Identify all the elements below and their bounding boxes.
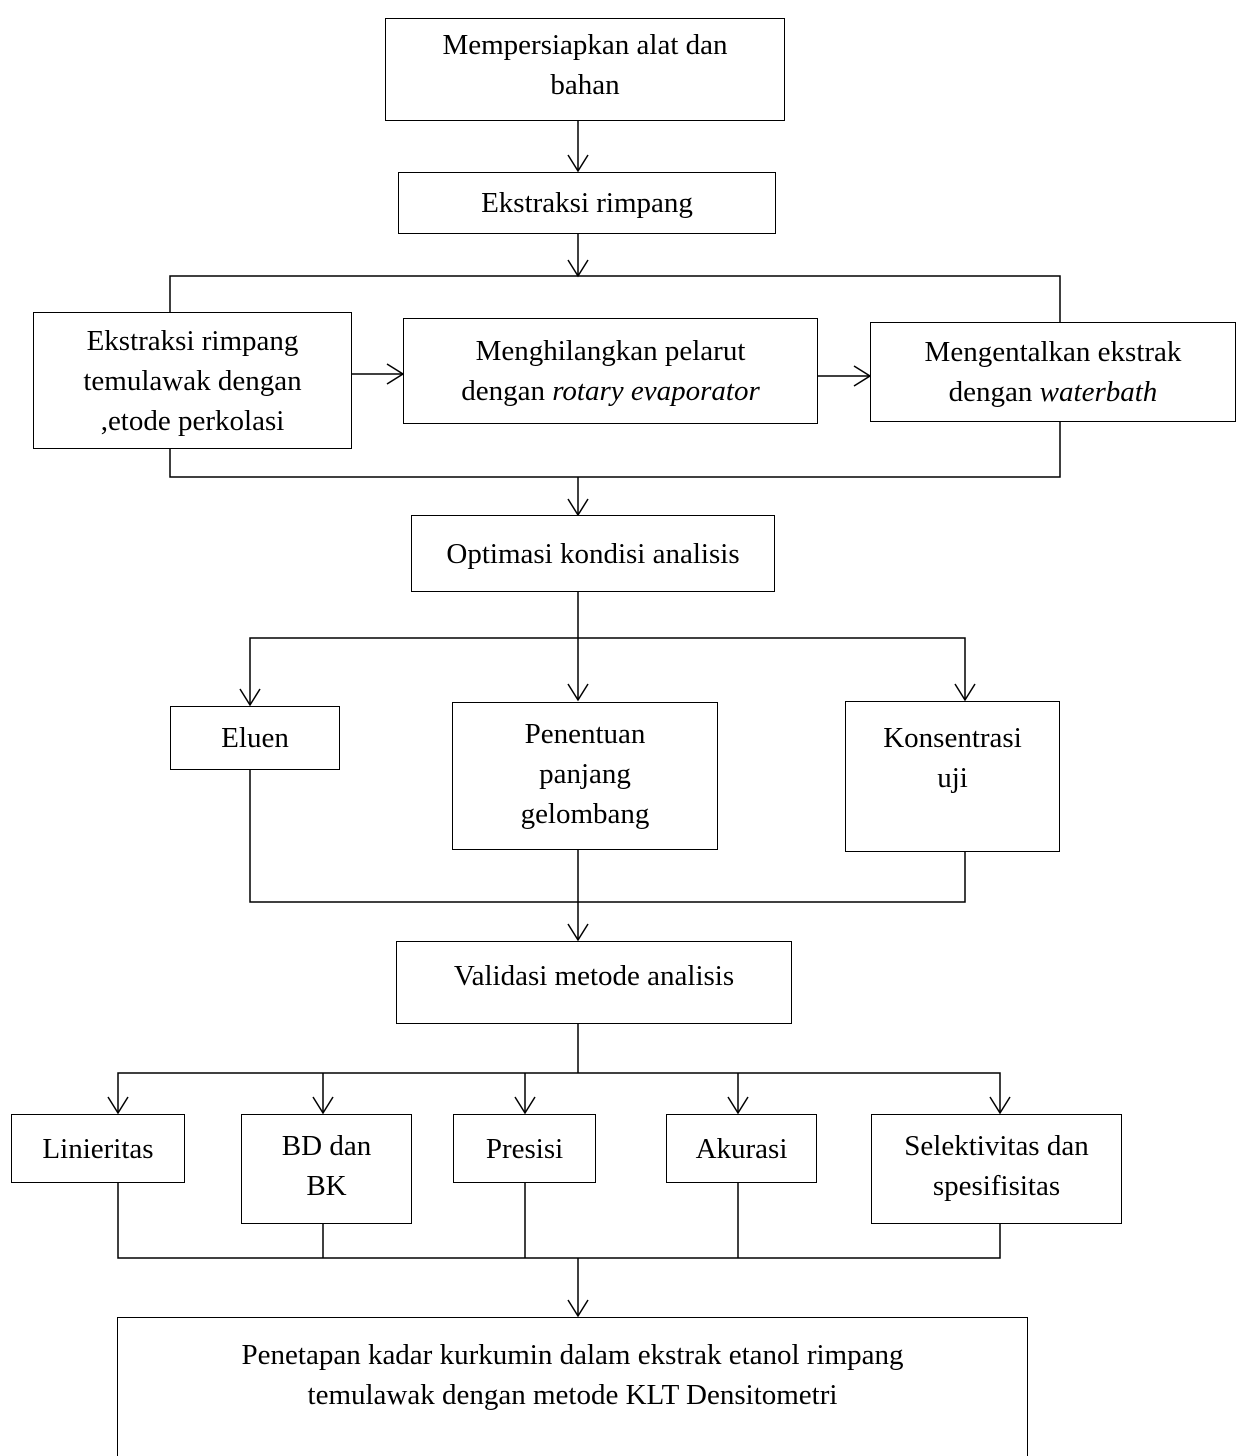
arrowhead	[567, 154, 589, 173]
box-text: Mempersiapkan alat dan	[442, 29, 728, 61]
box-text: BK	[306, 1170, 347, 1202]
box-text: BD dan	[281, 1130, 372, 1162]
box-text: temulawak dengan metode KLT Densitometri	[307, 1379, 838, 1411]
step-optimization-box: Optimasi kondisi analisis	[411, 515, 775, 592]
group-bracket-top	[169, 275, 1061, 322]
arrowhead	[107, 1096, 129, 1115]
arrowhead	[312, 1096, 334, 1115]
box-text: Selektivitas dan	[904, 1130, 1089, 1162]
box-text: Ekstraksi rimpang	[481, 187, 693, 219]
opt-eluent-box: Eluen	[170, 706, 340, 770]
merge-line	[117, 1183, 1001, 1259]
box-text-line: dengan rotary evaporator	[461, 371, 760, 411]
box-text: Konsentrasi	[883, 722, 1022, 754]
box-text: Mengentalkan ekstrak	[924, 336, 1182, 368]
box-text-italic: waterbath	[1039, 376, 1158, 408]
branch-line	[117, 1072, 1001, 1113]
box-text: panjang	[539, 758, 631, 790]
box-text: Akurasi	[695, 1132, 788, 1165]
box-text-line: dengan waterbath	[925, 372, 1182, 412]
val-accuracy-box: Akurasi	[666, 1114, 817, 1183]
box-text: dengan	[948, 376, 1040, 408]
box-text: gelombang	[520, 798, 650, 830]
box-text: Linieritas	[42, 1132, 154, 1165]
arrowhead	[239, 688, 261, 707]
sub-waterbath-box: Mengentalkan ekstrak dengan waterbath	[870, 322, 1236, 422]
arrowhead	[954, 683, 976, 702]
arrowhead	[989, 1096, 1011, 1115]
box-text: Menghilangkan pelarut	[475, 335, 746, 367]
merge-line	[249, 770, 966, 903]
box-text-italic: rotary evaporator	[552, 375, 760, 407]
arrowhead	[567, 923, 589, 942]
box-text: Penentuan	[524, 718, 646, 750]
box-text: dengan	[461, 375, 553, 407]
val-precision-box: Presisi	[453, 1114, 596, 1183]
arrowhead	[567, 1299, 589, 1318]
group-bracket-bottom	[169, 422, 1061, 478]
box-text: temulawak dengan	[83, 364, 302, 397]
box-text: ,etode perkolasi	[100, 404, 285, 437]
box-text: uji	[937, 762, 968, 794]
arrowhead	[514, 1096, 536, 1115]
sub-rotary-box: Menghilangkan pelarut dengan rotary evap…	[403, 318, 818, 424]
sub-percolation-box: Ekstraksi rimpang temulawak dengan ,etod…	[33, 312, 352, 449]
arrowhead	[727, 1096, 749, 1115]
opt-concentration-box: Konsentrasi uji	[845, 701, 1060, 852]
box-text: Ekstraksi rimpang	[86, 324, 299, 357]
step-final-box: Penetapan kadar kurkumin dalam ekstrak e…	[117, 1317, 1028, 1456]
box-text: Eluen	[221, 722, 289, 754]
step-extraction-box: Ekstraksi rimpang	[398, 172, 776, 234]
step-prepare-box: Mempersiapkan alat dan bahan	[385, 18, 785, 121]
val-linearity-box: Linieritas	[11, 1114, 185, 1183]
branch-line	[249, 637, 966, 705]
box-text: Validasi metode analisis	[453, 960, 735, 992]
box-text: Penetapan kadar kurkumin dalam ekstrak e…	[241, 1339, 904, 1371]
step-validation-box: Validasi metode analisis	[396, 941, 792, 1024]
box-text: bahan	[550, 69, 620, 101]
box-text: Presisi	[485, 1132, 564, 1165]
opt-wavelength-box: Penentuan panjang gelombang	[452, 702, 718, 850]
val-bd-bk-box: BD dan BK	[241, 1114, 412, 1224]
arrowhead	[567, 683, 589, 702]
val-selectivity-box: Selektivitas dan spesifisitas	[871, 1114, 1122, 1224]
box-text: Optimasi kondisi analisis	[446, 537, 740, 570]
box-text: spesifisitas	[932, 1170, 1061, 1202]
